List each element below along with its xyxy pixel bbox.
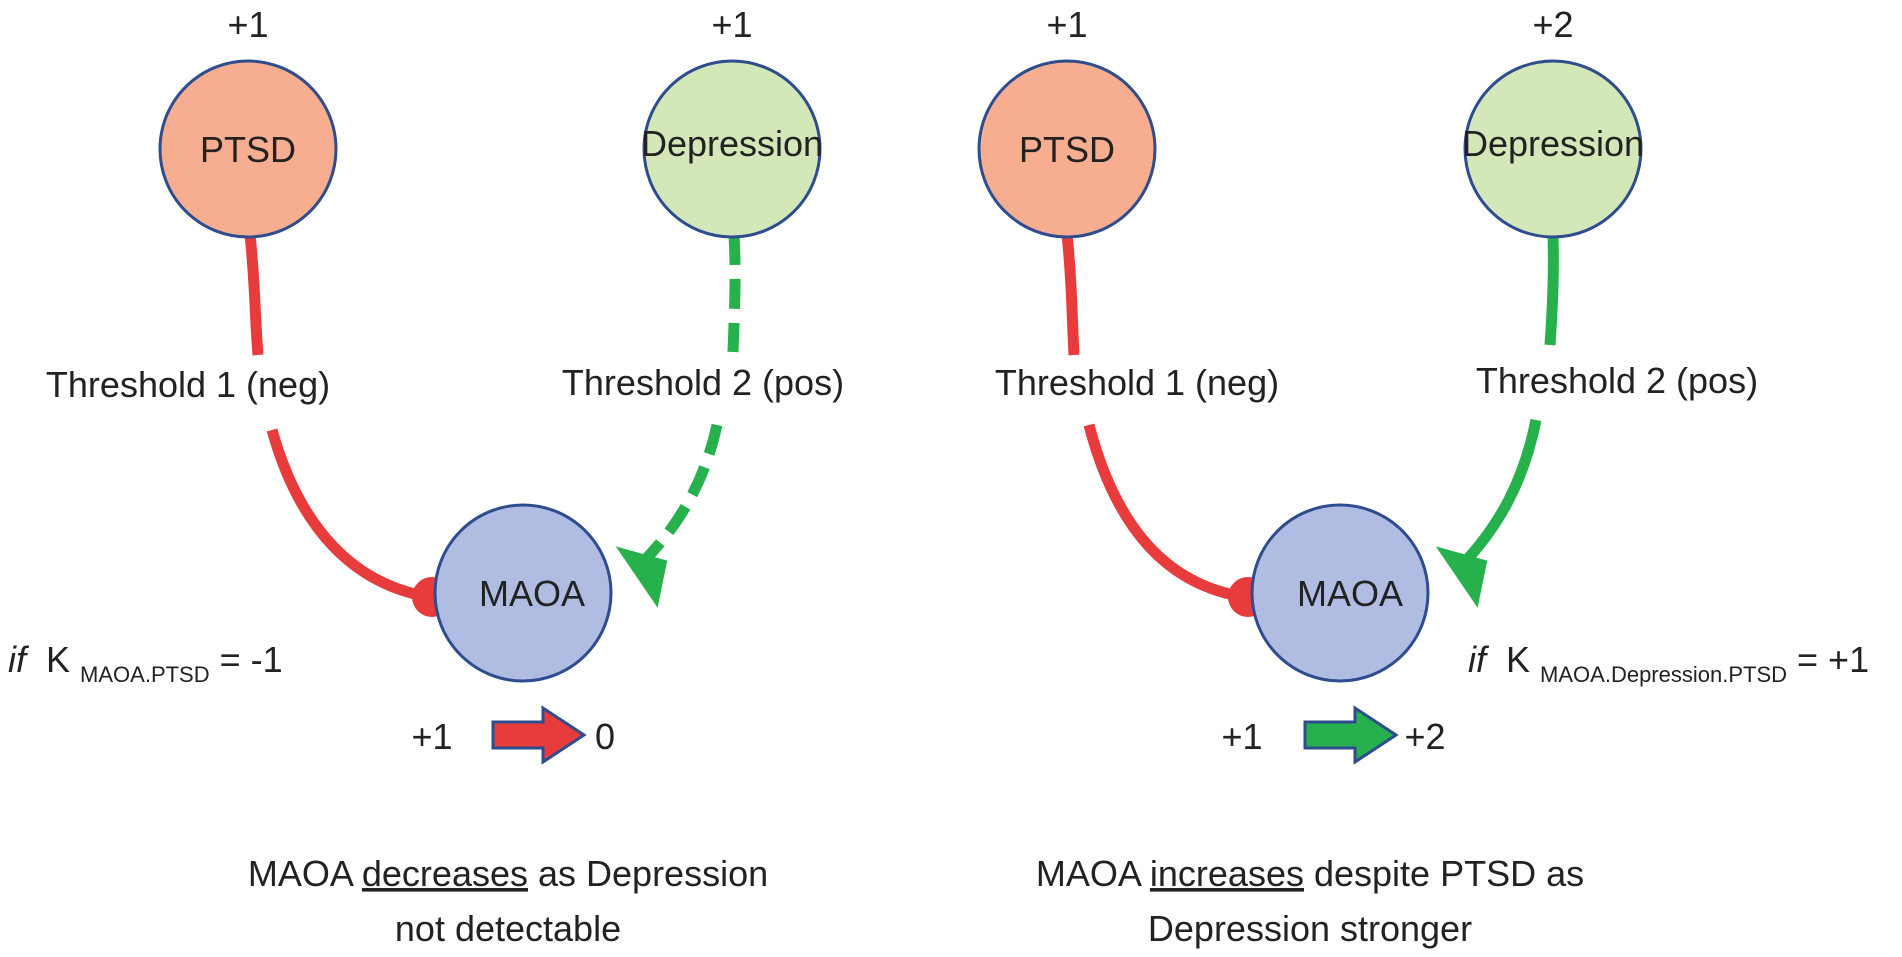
activation-arrowhead-icon-right xyxy=(1435,546,1488,608)
change-to: 0 xyxy=(595,716,615,757)
ptsd-node-right xyxy=(977,59,1157,239)
threshold-neg-label-right: Threshold 1 (neg) xyxy=(995,362,1279,403)
condition-k-right: K xyxy=(1506,639,1530,680)
depression-label-right: Depression xyxy=(1462,123,1644,164)
ptsd-value: +1 xyxy=(227,4,268,45)
condition-value: = -1 xyxy=(220,639,283,680)
condition-value-right: = +1 xyxy=(1797,639,1869,680)
ptsd-value-right: +1 xyxy=(1046,4,1087,45)
threshold-neg-label: Threshold 1 (neg) xyxy=(46,364,330,405)
panel-left: +1 PTSD +1 Depression MAOA Threshold 1 (… xyxy=(8,4,844,949)
activation-arrowhead-icon xyxy=(615,546,668,608)
change-arrow-icon-right xyxy=(1303,705,1399,765)
caption-underlined-word-right: increases xyxy=(1150,853,1304,894)
depression-value: +1 xyxy=(711,4,752,45)
caption-line1-end-right: despite PTSD as xyxy=(1304,853,1584,894)
condition-text: if K MAOA.PTSD = -1 xyxy=(8,639,283,690)
ptsd-node xyxy=(158,59,338,239)
condition-prefix-right: if xyxy=(1468,639,1490,680)
condition-k: K xyxy=(46,639,70,680)
maoa-node xyxy=(433,503,613,683)
edge-depression-maoa-pos xyxy=(636,234,741,569)
maoa-node-right xyxy=(1250,503,1430,683)
condition-text-right: if K MAOA.Depression.PTSD = +1 xyxy=(1468,639,1869,690)
caption-line1-start: MAOA xyxy=(248,853,362,894)
caption-underlined-word: decreases xyxy=(362,853,528,894)
depression-label: Depression xyxy=(641,123,823,164)
caption-line1-start-right: MAOA xyxy=(1036,853,1150,894)
condition-subscript: MAOA.PTSD xyxy=(80,662,210,687)
condition-prefix: if xyxy=(8,639,30,680)
maoa-label: MAOA xyxy=(479,573,585,614)
panel-right: +1 PTSD +2 Depression MAOA Threshold 1 (… xyxy=(977,4,1869,949)
edge-ptsd-maoa-neg-right xyxy=(1061,234,1246,603)
edge-depression-maoa-pos-right xyxy=(1458,234,1559,569)
threshold-pos-label: Threshold 2 (pos) xyxy=(562,362,844,403)
maoa-label-right: MAOA xyxy=(1297,573,1403,614)
threshold-pos-label-right: Threshold 2 (pos) xyxy=(1476,360,1758,401)
edge-ptsd-maoa-neg xyxy=(244,234,431,603)
ptsd-label-right: PTSD xyxy=(1019,129,1115,170)
condition-subscript-right: MAOA.Depression.PTSD xyxy=(1540,662,1787,687)
change-from-right: +1 xyxy=(1221,716,1262,757)
caption-line1-right: MAOA increases despite PTSD as xyxy=(1036,853,1584,894)
depression-value-right: +2 xyxy=(1532,4,1573,45)
change-arrow-icon xyxy=(491,705,587,765)
depression-node-right xyxy=(1463,59,1643,239)
depression-node xyxy=(642,59,822,239)
caption-line1-end: as Depression xyxy=(528,853,768,894)
ptsd-label: PTSD xyxy=(200,129,296,170)
change-to-right: +2 xyxy=(1404,716,1445,757)
caption-line1: MAOA decreases as Depression xyxy=(248,853,768,894)
caption-line2: not detectable xyxy=(395,908,621,949)
caption-line2-right: Depression stronger xyxy=(1148,908,1472,949)
change-from: +1 xyxy=(411,716,452,757)
